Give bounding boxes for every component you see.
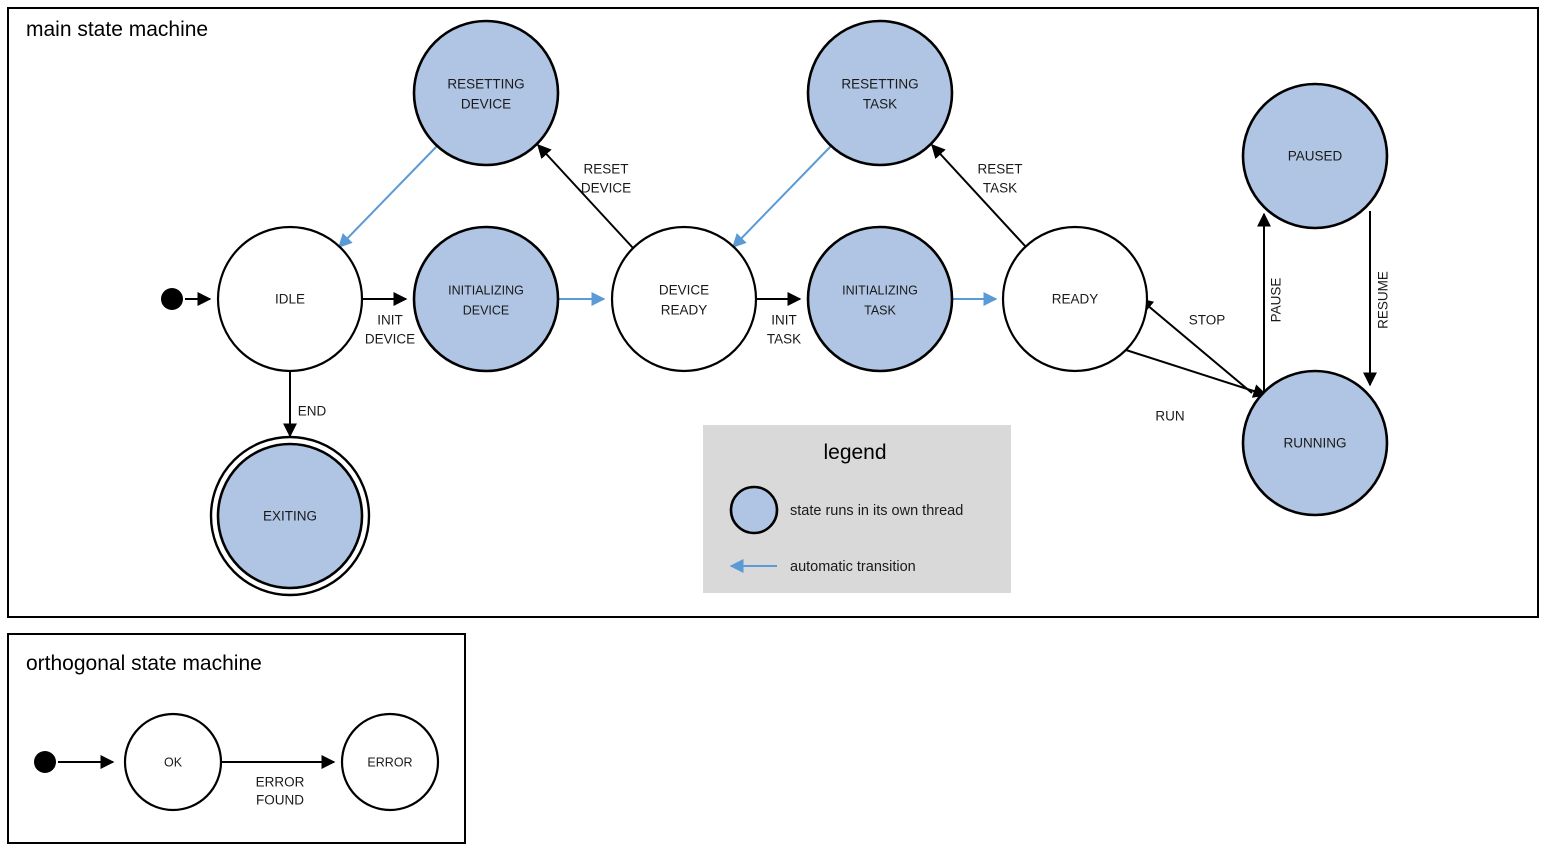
state-device-ready[interactable]: DEVICE READY [610, 225, 758, 373]
state-running-label: RUNNING [1284, 436, 1347, 451]
state-resetting-task-label-line2: TASK [863, 97, 897, 112]
transition-label-reset-task-line1: RESET [977, 162, 1022, 177]
transition-ready-to-resetting-task[interactable]: RESET TASK [931, 143, 1027, 248]
transition-label-stop: STOP [1189, 313, 1226, 328]
state-ok[interactable]: OK [123, 712, 223, 812]
transition-label-error-found-line2: FOUND [256, 793, 304, 808]
legend-item-automatic-transition: automatic transition [729, 559, 916, 575]
state-exiting[interactable]: EXITING [209, 435, 371, 597]
transition-device-ready-to-resetting-device[interactable]: RESET DEVICE [537, 143, 634, 249]
state-paused-label: PAUSED [1288, 149, 1343, 164]
transition-running-to-ready[interactable]: STOP [1138, 298, 1253, 394]
state-resetting-device-label-line2: DEVICE [461, 97, 511, 112]
transition-idle-to-initializing-device[interactable]: INIT DEVICE [362, 292, 415, 347]
state-initializing-task-label-line1: INITIALIZING [842, 283, 918, 297]
state-error[interactable]: ERROR [340, 712, 440, 812]
transition-label-reset-device-line2: DEVICE [581, 181, 631, 196]
state-ok-label: OK [164, 755, 183, 769]
main-states: IDLE RESETTING DEVICE INITIALIZING DEVIC… [161, 19, 1389, 597]
transition-label-init-task-line2: TASK [767, 332, 801, 347]
legend-item-automatic-transition-label: automatic transition [790, 559, 916, 575]
main-transitions: INIT DEVICE RESET DEVICE INIT TASK [185, 143, 1391, 438]
state-ready[interactable]: READY [1001, 225, 1149, 373]
legend: legend state runs in its own thread auto… [703, 425, 1011, 593]
transition-label-reset-task-line2: TASK [983, 181, 1017, 196]
transition-idle-to-exiting[interactable]: END [283, 371, 327, 438]
transition-ready-to-running[interactable]: RUN [1125, 349, 1268, 424]
transition-label-end: END [298, 404, 327, 419]
state-initializing-task[interactable]: INITIALIZING TASK [806, 225, 954, 373]
transition-label-init-device-line2: DEVICE [365, 332, 415, 347]
state-resetting-task[interactable]: RESETTING TASK [806, 19, 954, 167]
state-idle[interactable]: IDLE [216, 225, 364, 373]
start-state-dot[interactable] [161, 288, 183, 310]
transition-label-reset-device-line1: RESET [583, 162, 628, 177]
orthogonal-transitions: ERROR FOUND [58, 755, 336, 808]
orthogonal-states: OK ERROR [34, 712, 440, 812]
state-ready-label: READY [1052, 292, 1099, 307]
transition-label-error-found-line1: ERROR [256, 775, 305, 790]
legend-item-thread-state: state runs in its own thread [729, 485, 963, 535]
transition-label-resume: RESUME [1376, 271, 1391, 329]
transition-label-pause: PAUSE [1269, 278, 1284, 323]
orthogonal-start-state-dot[interactable] [34, 751, 56, 773]
state-initializing-device-label-line2: DEVICE [463, 303, 510, 317]
state-exiting-label: EXITING [263, 509, 317, 524]
state-initializing-device[interactable]: INITIALIZING DEVICE [412, 225, 560, 373]
transition-label-run: RUN [1155, 409, 1184, 424]
transition-label-init-task-line1: INIT [771, 313, 797, 328]
state-resetting-device[interactable]: RESETTING DEVICE [412, 19, 560, 167]
legend-thread-state-icon [729, 485, 779, 535]
legend-item-thread-state-label: state runs in its own thread [790, 503, 963, 519]
transition-ok-to-error[interactable]: ERROR FOUND [221, 755, 336, 808]
transition-resetting-task-to-device-ready[interactable] [732, 145, 832, 249]
state-initializing-task-label-line2: TASK [864, 303, 896, 317]
orthogonal-frame-title: orthogonal state machine [26, 652, 262, 675]
state-idle-label: IDLE [275, 292, 305, 307]
state-device-ready-label-line1: DEVICE [659, 283, 709, 298]
transition-resetting-device-to-idle[interactable] [338, 145, 438, 249]
transition-running-to-paused[interactable]: PAUSE [1257, 212, 1284, 395]
transition-device-ready-to-initializing-task[interactable]: INIT TASK [756, 292, 802, 347]
state-error-label: ERROR [367, 755, 412, 769]
state-initializing-device-label-line1: INITIALIZING [448, 283, 524, 297]
state-paused[interactable]: PAUSED [1241, 82, 1389, 230]
state-resetting-device-label-line1: RESETTING [447, 77, 524, 92]
state-resetting-task-label-line1: RESETTING [841, 77, 918, 92]
state-running[interactable]: RUNNING [1241, 369, 1389, 517]
transition-paused-to-running[interactable]: RESUME [1363, 211, 1391, 387]
state-device-ready-label-line2: READY [661, 303, 708, 318]
transition-label-init-device-line1: INIT [377, 313, 403, 328]
main-frame-title: main state machine [26, 18, 208, 41]
legend-title: legend [823, 441, 886, 464]
